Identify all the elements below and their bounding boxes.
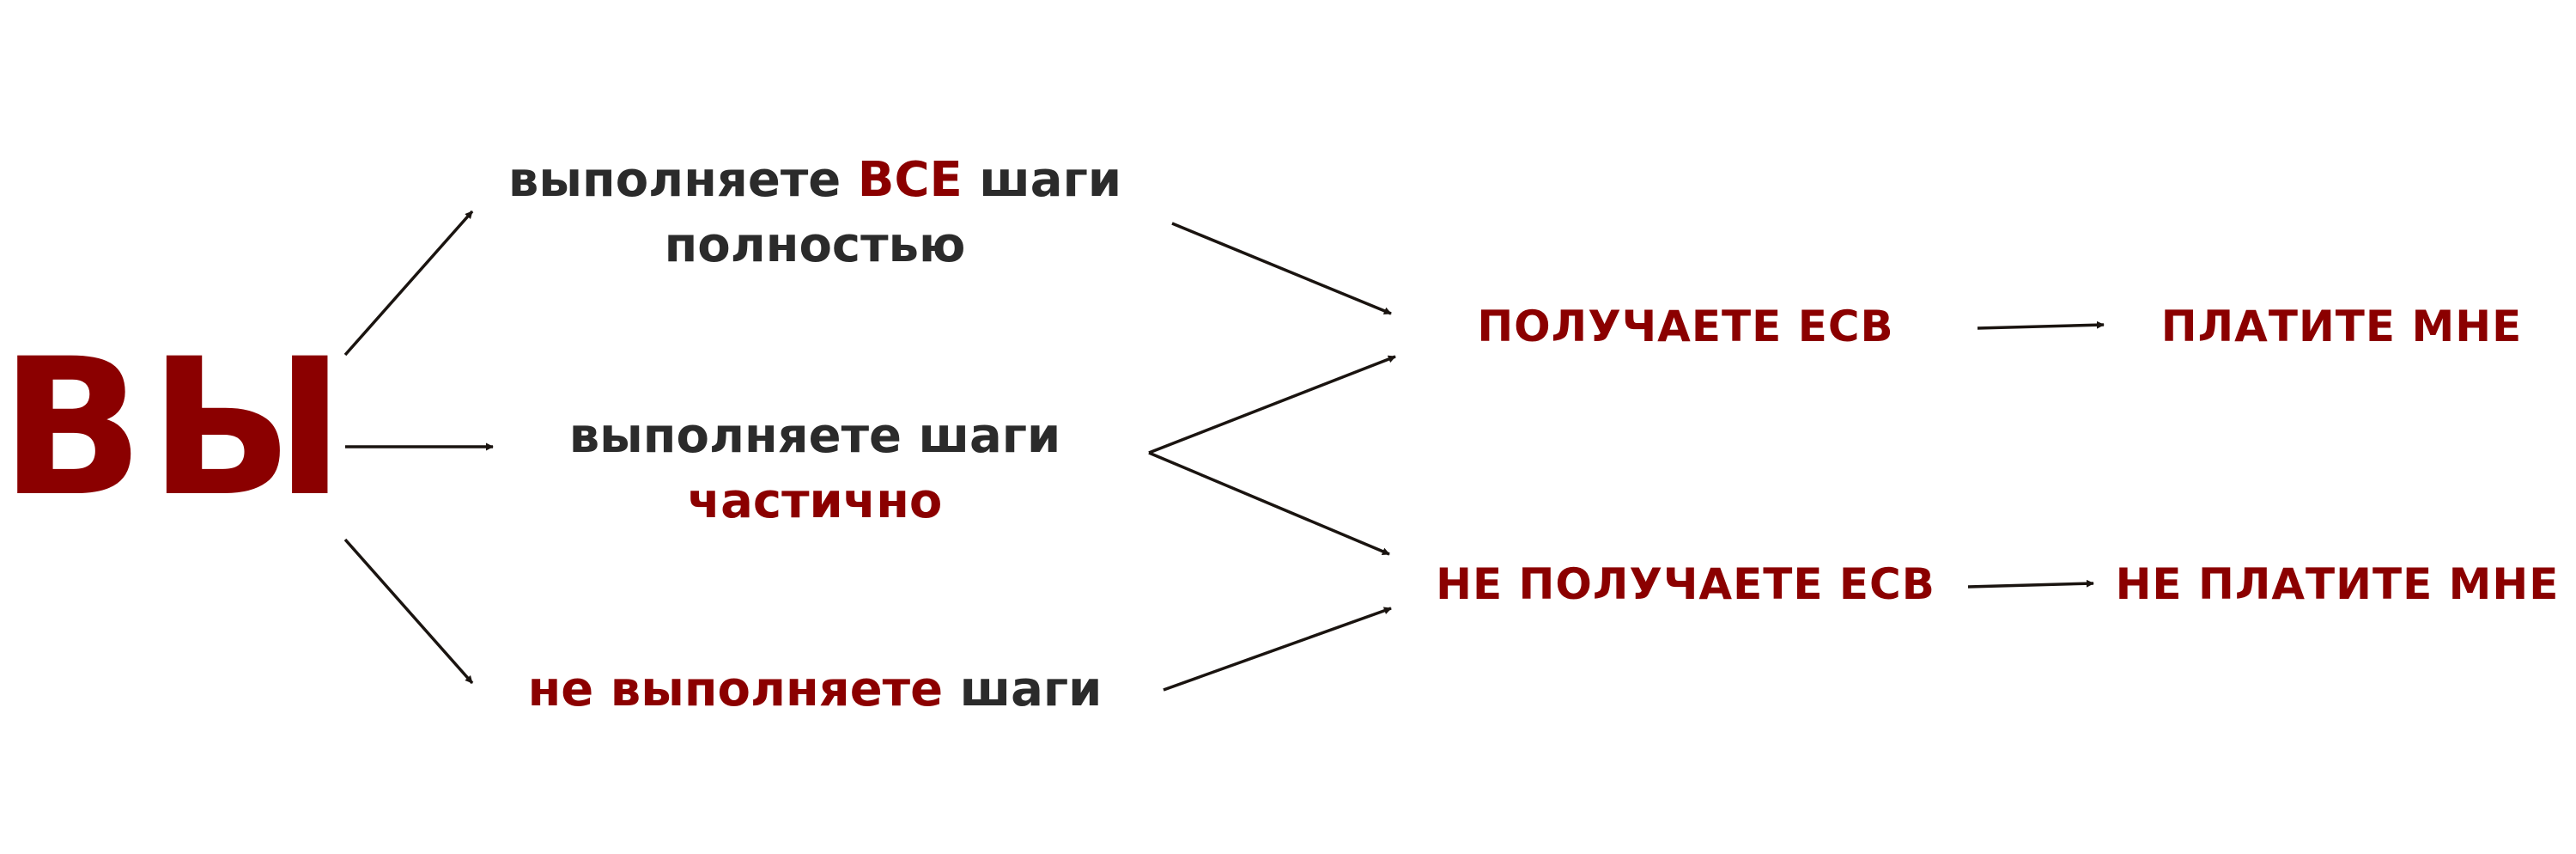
arrow-none-to-not-receive bbox=[1163, 607, 1392, 692]
branch-all-steps: выполняете ВСЕ шаги полностью bbox=[508, 148, 1121, 278]
subject-you: ВЫ bbox=[0, 318, 350, 538]
branch-partial-line1: выполняете шаги bbox=[568, 408, 1061, 464]
outcome-receive-esv: ПОЛУЧАЕТЕ ЕСВ bbox=[1477, 302, 1894, 351]
arrow-all-to-receive bbox=[1171, 222, 1392, 315]
branch-all-line2: полностью bbox=[664, 217, 966, 273]
outcome-not-pay-me: НЕ ПЛАТИТЕ МНЕ bbox=[2115, 559, 2560, 609]
arrow-not-receive-to-not-pay bbox=[1967, 579, 2094, 589]
branch-no-steps: не выполняете шаги bbox=[528, 657, 1103, 723]
branch-partial-line2: частично bbox=[687, 473, 943, 529]
branch-partial-steps: выполняете шаги частично bbox=[569, 404, 1061, 534]
branch-all-text-a: выполняете bbox=[507, 152, 858, 208]
branch-none-text-a: не выполняете bbox=[527, 662, 944, 717]
arrow-partial-to-not-receive bbox=[1148, 451, 1390, 556]
branch-none-text-b: шаги bbox=[943, 662, 1103, 717]
outcome-pay-me: ПЛАТИТЕ МНЕ bbox=[2160, 302, 2523, 351]
branch-all-emphasis: ВСЕ bbox=[857, 152, 963, 208]
branch-all-text-c: шаги bbox=[962, 152, 1122, 208]
arrow-you-to-all bbox=[343, 210, 474, 357]
outcome-not-receive-esv: НЕ ПОЛУЧАЕТЕ ЕСВ bbox=[1436, 559, 1935, 609]
branch-all-line1: выполняете ВСЕ шаги bbox=[508, 148, 1121, 213]
arrow-partial-to-receive bbox=[1148, 355, 1396, 454]
arrow-you-to-none bbox=[343, 538, 474, 685]
arrow-receive-to-pay bbox=[1977, 320, 2105, 330]
